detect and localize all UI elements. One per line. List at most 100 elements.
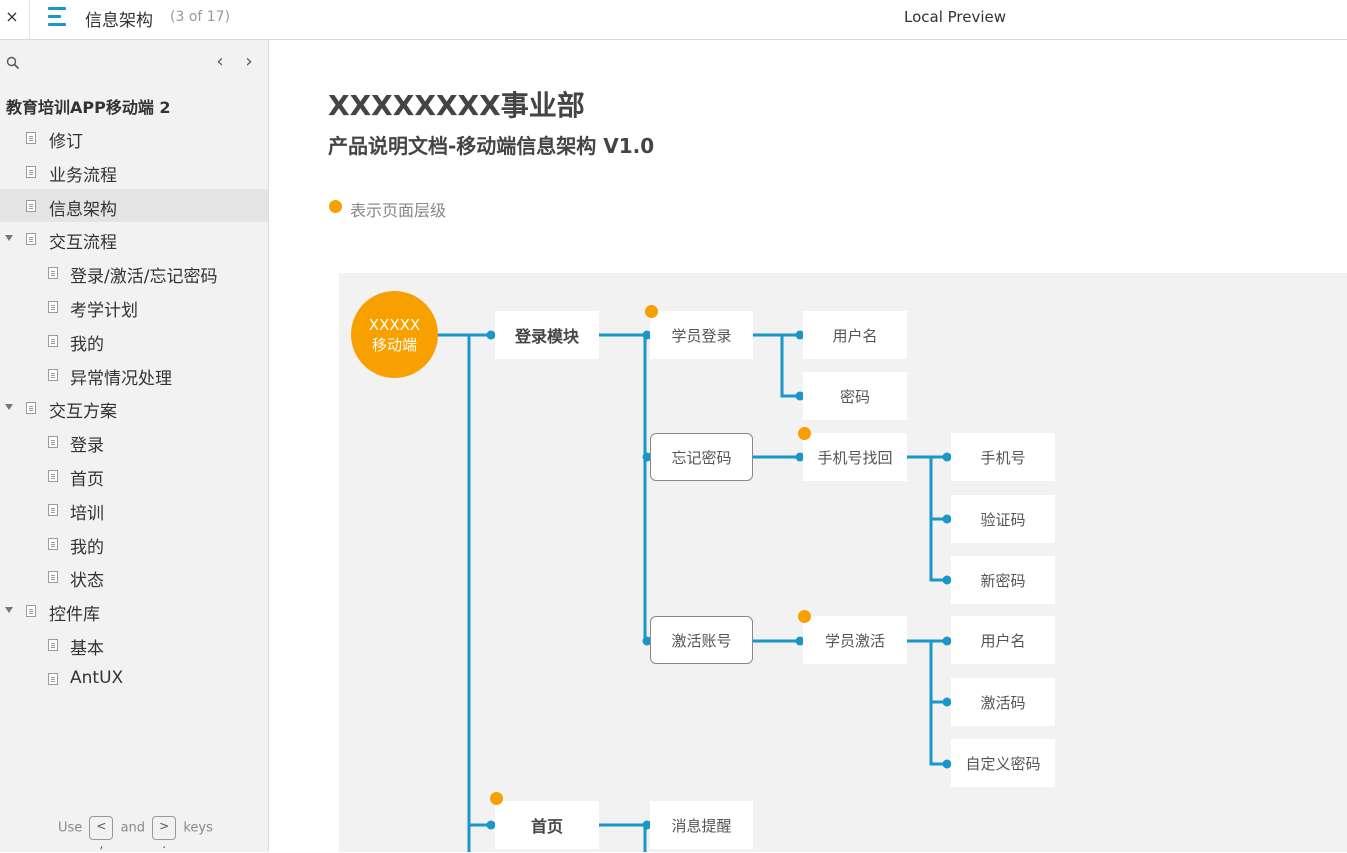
- page-icon: [48, 672, 58, 685]
- sidebar-item-label: 登录/激活/忘记密码: [70, 267, 218, 288]
- prev-page-button[interactable]: ‹: [216, 51, 224, 72]
- node-forgot-password: 忘记密码: [650, 433, 753, 481]
- page-level-dot-icon: [645, 305, 658, 318]
- node-phone: 手机号: [951, 433, 1055, 481]
- sidebar-item-label: 我的: [70, 334, 104, 355]
- node-username-2: 用户名: [951, 616, 1055, 664]
- sidebar-item-label: 交互方案: [49, 402, 117, 423]
- sidebar-item-label: 登录: [70, 436, 104, 457]
- sidebar-item-revision[interactable]: 修订: [0, 121, 268, 155]
- sidebar-item-mine[interactable]: 我的: [0, 324, 268, 358]
- node-verify-code: 验证码: [951, 495, 1055, 543]
- hint-text: and: [120, 820, 146, 836]
- architecture-diagram: XXXXX 移动端 登录模块 首页 学员登录 忘记密码 激活账号 消息提醒 用户…: [339, 273, 1347, 852]
- node-custom-password: 自定义密码: [951, 739, 1055, 787]
- page-icon: [48, 469, 58, 482]
- page-icon: [48, 571, 58, 584]
- sidebar-item-mine-2[interactable]: 我的: [0, 527, 268, 561]
- root-node: XXXXX 移动端: [351, 291, 438, 378]
- search-icon[interactable]: [6, 56, 20, 70]
- sidebar-item-info-architecture[interactable]: 信息架构: [0, 188, 268, 223]
- node-student-activate: 学员激活: [803, 616, 907, 664]
- node-activate-account: 激活账号: [650, 616, 753, 664]
- expand-caret-icon[interactable]: [5, 607, 13, 614]
- node-phone-recover: 手机号找回: [803, 433, 907, 481]
- document-title: XXXXXXXX事业部: [328, 89, 585, 122]
- hint-text: Use: [58, 820, 83, 836]
- sidebar-item-label: 首页: [70, 469, 104, 490]
- page-icon: [48, 503, 58, 516]
- preview-title: Local Preview: [904, 8, 1007, 26]
- node-password: 密码: [803, 372, 907, 420]
- sidebar-item-label: 业务流程: [49, 165, 117, 186]
- node-home: 首页: [495, 801, 599, 849]
- menu-icon[interactable]: [48, 7, 70, 27]
- connector-lines: [436, 330, 952, 852]
- sidebar-item-label: 我的: [70, 537, 104, 558]
- sidebar-item-study-plan[interactable]: 考学计划: [0, 290, 268, 324]
- sidebar-item-login-activate[interactable]: 登录/激活/忘记密码: [0, 256, 268, 290]
- sidebar-item-label: 状态: [70, 571, 104, 592]
- page-icon: [26, 199, 36, 212]
- sidebar-item-label: 培训: [70, 503, 104, 524]
- page-title: 信息架构: [85, 11, 153, 31]
- close-button[interactable]: ×: [5, 7, 19, 26]
- divider: [29, 0, 30, 40]
- keyboard-hint: Use <, and >. keys: [58, 816, 213, 851]
- node-notification: 消息提醒: [650, 801, 753, 849]
- sidebar-item-label: 控件库: [49, 605, 100, 626]
- main-content: XXXXXXXX事业部 产品说明文档-移动端信息架构 V1.0 表示页面层级: [270, 40, 1347, 852]
- page-icon: [48, 638, 58, 651]
- root-node-line2: 移动端: [371, 335, 417, 354]
- sidebar-item-label: 修订: [49, 132, 83, 152]
- root-node-line1: XXXXX: [368, 315, 421, 334]
- page-icon: [48, 436, 58, 449]
- sidebar-item-label: 异常情况处理: [70, 368, 172, 389]
- next-key-icon: >.: [152, 816, 177, 851]
- next-page-button[interactable]: ›: [245, 51, 253, 72]
- page-icon: [26, 605, 36, 618]
- page-icon: [48, 368, 58, 381]
- sidebar-item-business-flow[interactable]: 业务流程: [0, 155, 268, 189]
- page-icon: [26, 132, 36, 144]
- page-level-dot-icon: [798, 610, 811, 623]
- sidebar-item-label: 基本: [70, 638, 104, 659]
- page-icon: [48, 267, 58, 280]
- sidebar-item-interaction-design[interactable]: 交互方案: [0, 391, 268, 425]
- node-username: 用户名: [803, 311, 907, 359]
- node-student-login: 学员登录: [650, 311, 753, 359]
- page-icon: [26, 233, 36, 246]
- expand-caret-icon[interactable]: [5, 404, 13, 411]
- node-login-module: 登录模块: [495, 311, 599, 359]
- sidebar-item-exception-handling[interactable]: 异常情况处理: [0, 358, 268, 392]
- page-level-dot-icon: [798, 427, 811, 440]
- project-title: 教育培训APP移动端 2: [6, 98, 171, 117]
- page-tree: 修订 业务流程 信息架构 交互流程 登录/激活/忘记密码 考学计划 我的: [0, 121, 268, 696]
- page-level-dot-icon: [490, 792, 503, 805]
- node-activate-code: 激活码: [951, 678, 1055, 726]
- sidebar-item-basic[interactable]: 基本: [0, 628, 268, 662]
- sidebar-item-label: AntUX: [70, 667, 124, 688]
- prev-key-icon: <,: [89, 816, 114, 851]
- sidebar-item-label: 考学计划: [70, 300, 138, 321]
- top-bar: × 信息架构 (3 of 17) Local Preview: [0, 0, 1347, 40]
- sidebar-item-antux[interactable]: AntUX: [0, 662, 268, 696]
- legend-text: 表示页面层级: [350, 201, 447, 220]
- document-subtitle: 产品说明文档-移动端信息架构 V1.0: [328, 134, 655, 158]
- sidebar-item-training[interactable]: 培训: [0, 493, 268, 527]
- page-icon: [48, 300, 58, 313]
- node-new-password: 新密码: [951, 556, 1055, 604]
- sidebar-item-label: 信息架构: [49, 199, 117, 220]
- sidebar-item-home[interactable]: 首页: [0, 459, 268, 493]
- sidebar-item-interaction-flow[interactable]: 交互流程: [0, 222, 268, 256]
- page-icon: [48, 334, 58, 347]
- page-icon: [48, 537, 58, 550]
- page-count: (3 of 17): [170, 9, 231, 25]
- expand-caret-icon[interactable]: [5, 235, 13, 242]
- sidebar-item-widget-library[interactable]: 控件库: [0, 594, 268, 628]
- hint-text: keys: [183, 820, 213, 836]
- sidebar-item-login[interactable]: 登录: [0, 425, 268, 459]
- page-icon: [26, 165, 36, 178]
- sidebar-item-label: 交互流程: [49, 233, 117, 254]
- sidebar-item-status[interactable]: 状态: [0, 560, 268, 594]
